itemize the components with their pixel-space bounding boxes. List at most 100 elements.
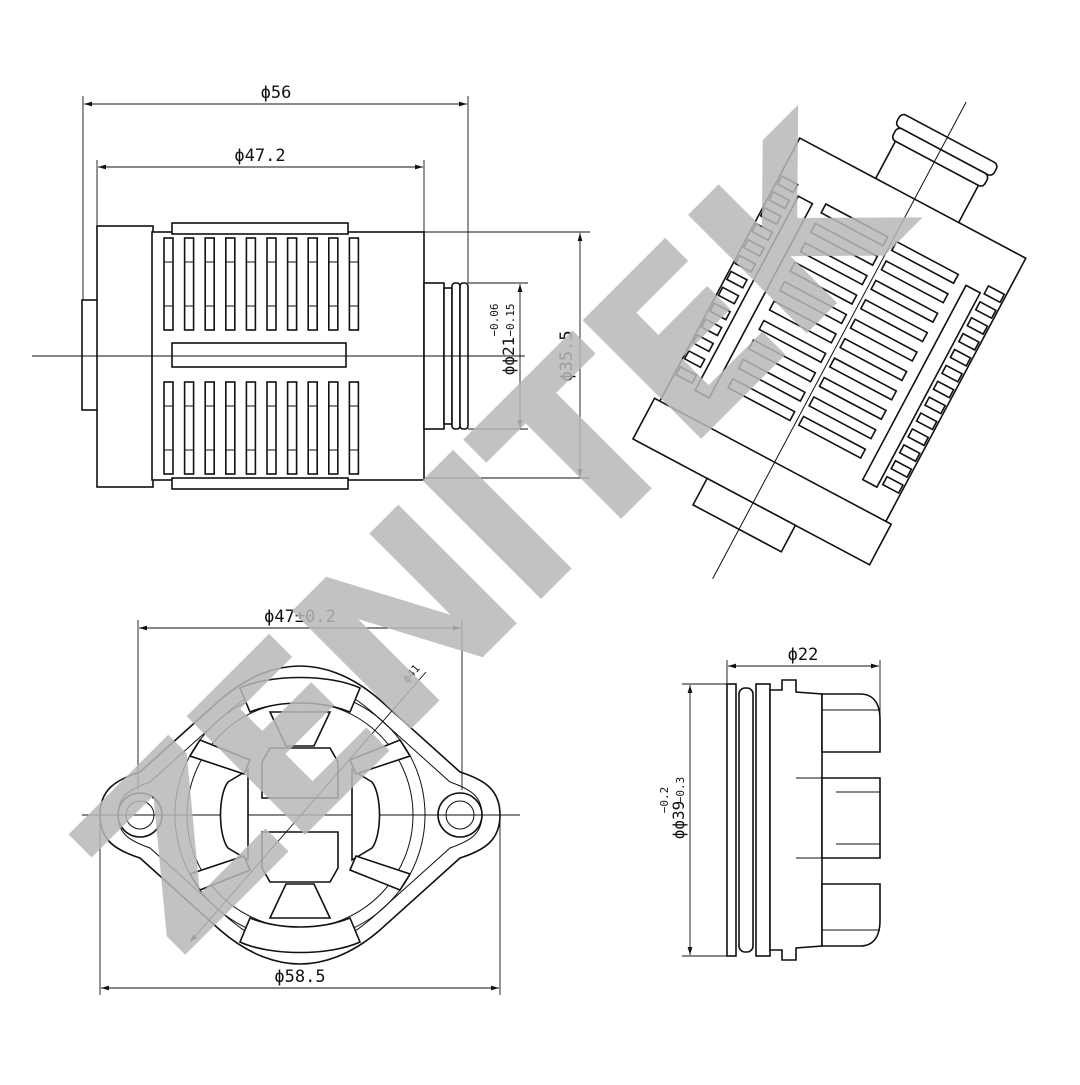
iso-slot: [789, 261, 858, 306]
top-frame-strip: [171, 222, 349, 235]
iso-tooth: [742, 238, 765, 258]
iso-tooth: [700, 318, 723, 337]
rib-bottom: [268, 883, 332, 919]
pocket-lower: [261, 831, 339, 883]
iso-tooth: [966, 316, 989, 336]
iso-teeth-left: [675, 174, 799, 385]
dim-outer-label: ϕ56: [261, 83, 292, 103]
iso-tooth: [759, 206, 782, 226]
iso-tooth: [983, 284, 1006, 304]
dim-spigot-label: ϕϕ21: [499, 337, 518, 376]
iso-slot-grid: [727, 202, 960, 460]
iso-tooth: [776, 174, 799, 194]
rib-top: [268, 711, 332, 747]
iso-tooth: [898, 443, 921, 463]
bottom-view: ϕ47±0.2 ϕ58.5 ϕ41: [82, 607, 520, 995]
iso-teeth-right: [881, 284, 1006, 495]
slot: [204, 381, 215, 475]
left-spigot: [81, 299, 99, 411]
rib-bottom-right: [348, 855, 412, 891]
slot: [307, 237, 319, 331]
iso-slot: [808, 395, 877, 440]
dim-body-label: ϕ47.2: [234, 146, 285, 166]
iso-tooth: [708, 302, 732, 321]
side-view: ϕ22 ϕϕ39 −0.2 −0.3: [658, 645, 881, 961]
iso-axis-line: [712, 101, 967, 579]
dim-line-diagonal: [189, 671, 427, 943]
iso-tooth: [915, 411, 938, 431]
top-lens: [238, 676, 362, 714]
iso-slot: [818, 376, 888, 421]
slot: [225, 381, 236, 475]
slot: [183, 381, 195, 475]
bottom-lens: [238, 916, 362, 954]
iso-slot: [737, 358, 807, 403]
slot: [225, 237, 236, 331]
slot-row-top: [163, 237, 360, 331]
iso-tooth: [768, 190, 791, 210]
slot: [348, 237, 360, 331]
dim-height-label: ϕ35.5: [557, 330, 577, 381]
iso-slot: [809, 222, 879, 267]
iso-tooth: [691, 333, 715, 353]
rib-top-right: [348, 739, 412, 775]
iso-tooth: [932, 380, 955, 399]
pocket-right: [351, 768, 381, 862]
iso-tooth: [751, 222, 774, 242]
side-body: [769, 679, 823, 961]
rib-top-left: [188, 739, 252, 775]
side-o-ring-1: [726, 683, 737, 957]
rib-bottom-left: [188, 855, 252, 891]
front-view: ϕ56 ϕ47.2 ϕ35.5 ϕϕ21 −0.06 −0.15: [32, 83, 590, 490]
side-tol-upper-label: −0.2: [658, 787, 671, 814]
iso-tooth: [940, 364, 964, 383]
iso-slot: [828, 357, 898, 401]
slot: [348, 381, 360, 475]
slot: [266, 381, 277, 475]
side-o-ring-2: [738, 687, 754, 953]
iso-slot: [849, 318, 919, 363]
iso-bottom-spigot: [691, 477, 797, 553]
middle-bar: [171, 342, 347, 368]
side-lobe-top: [821, 693, 881, 753]
iso-slot: [839, 337, 908, 382]
iso-tooth: [907, 427, 930, 447]
iso-tooth: [974, 300, 997, 320]
iso-tooth: [717, 286, 740, 305]
side-tol-lower-label: −0.3: [674, 777, 687, 804]
iso-slot: [758, 319, 827, 364]
tol-lower-label: −0.15: [504, 303, 517, 336]
iso-tooth: [675, 365, 698, 385]
dim-side-width-label: ϕ22: [788, 645, 819, 665]
pocket-left: [219, 768, 249, 862]
dim-top-label: ϕ47±0.2: [264, 607, 336, 627]
slot: [327, 237, 339, 331]
dim-bottom-label: ϕ58.5: [274, 967, 325, 987]
tol-upper-label: −0.06: [488, 303, 501, 336]
slot: [286, 381, 298, 475]
iso-slot: [870, 279, 939, 324]
slot: [266, 237, 277, 331]
iso-tooth: [957, 332, 981, 352]
iso-slot: [747, 338, 817, 383]
slot: [163, 381, 174, 475]
slot: [204, 237, 215, 331]
iso-slot: [880, 259, 950, 304]
iso-slot: [820, 202, 889, 247]
iso-tooth: [923, 396, 947, 415]
iso-slot: [890, 240, 960, 285]
slot: [163, 237, 174, 331]
slot: [183, 237, 195, 331]
slot: [245, 237, 257, 331]
iso-tooth: [683, 349, 706, 369]
iso-slot: [768, 300, 838, 344]
iso-slot: [859, 298, 929, 343]
bottom-frame-strip: [171, 477, 349, 490]
iso-side-bar-right: [861, 284, 982, 489]
iso-tooth: [949, 348, 972, 367]
iso-tooth: [725, 270, 749, 289]
side-lobe-bottom: [821, 883, 881, 947]
slot: [286, 237, 298, 331]
